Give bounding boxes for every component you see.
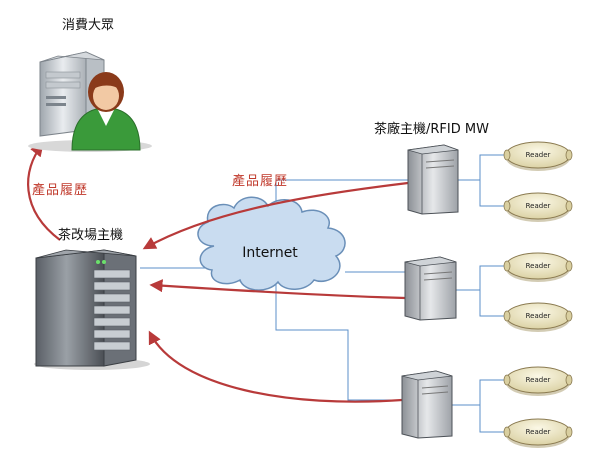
factory-server-icon xyxy=(407,144,459,215)
reader-label: Reader xyxy=(526,312,551,320)
reader-label: Reader xyxy=(526,202,551,210)
reader-label: Reader xyxy=(526,151,551,159)
arrow-from-factory-2 xyxy=(149,279,406,300)
reader-label: Reader xyxy=(526,428,551,436)
reader-icon: Reader xyxy=(503,252,573,282)
consumer-label: 消費大眾 xyxy=(62,18,115,33)
history-label-left: 產品履歷 xyxy=(32,183,89,198)
history-label-mid: 產品履歷 xyxy=(232,174,289,189)
main-server-label: 茶改場主機 xyxy=(58,228,124,243)
main-server-icon xyxy=(34,249,150,370)
user-workstation-icon xyxy=(28,51,152,152)
reader-icon: Reader xyxy=(503,192,573,222)
reader-icon: Reader xyxy=(503,141,573,171)
reader-label: Reader xyxy=(526,262,551,270)
arrow-to-consumer xyxy=(27,142,61,241)
internet-cloud-icon: Internet xyxy=(197,196,346,291)
factory-server-icon xyxy=(401,370,453,439)
reader-icon: Reader xyxy=(503,418,573,448)
arrow-from-factory-1 xyxy=(142,181,409,250)
factory-server-label: 茶廠主機/RFID MW xyxy=(374,122,489,137)
reader-icon: Reader xyxy=(503,302,573,332)
reader-label: Reader xyxy=(526,376,551,384)
reader-icon: Reader xyxy=(503,366,573,396)
arrow-from-factory-3 xyxy=(148,330,403,403)
data-flow-arrows xyxy=(27,142,409,403)
internet-label: Internet xyxy=(242,245,298,261)
factory-server-icon xyxy=(404,256,457,321)
